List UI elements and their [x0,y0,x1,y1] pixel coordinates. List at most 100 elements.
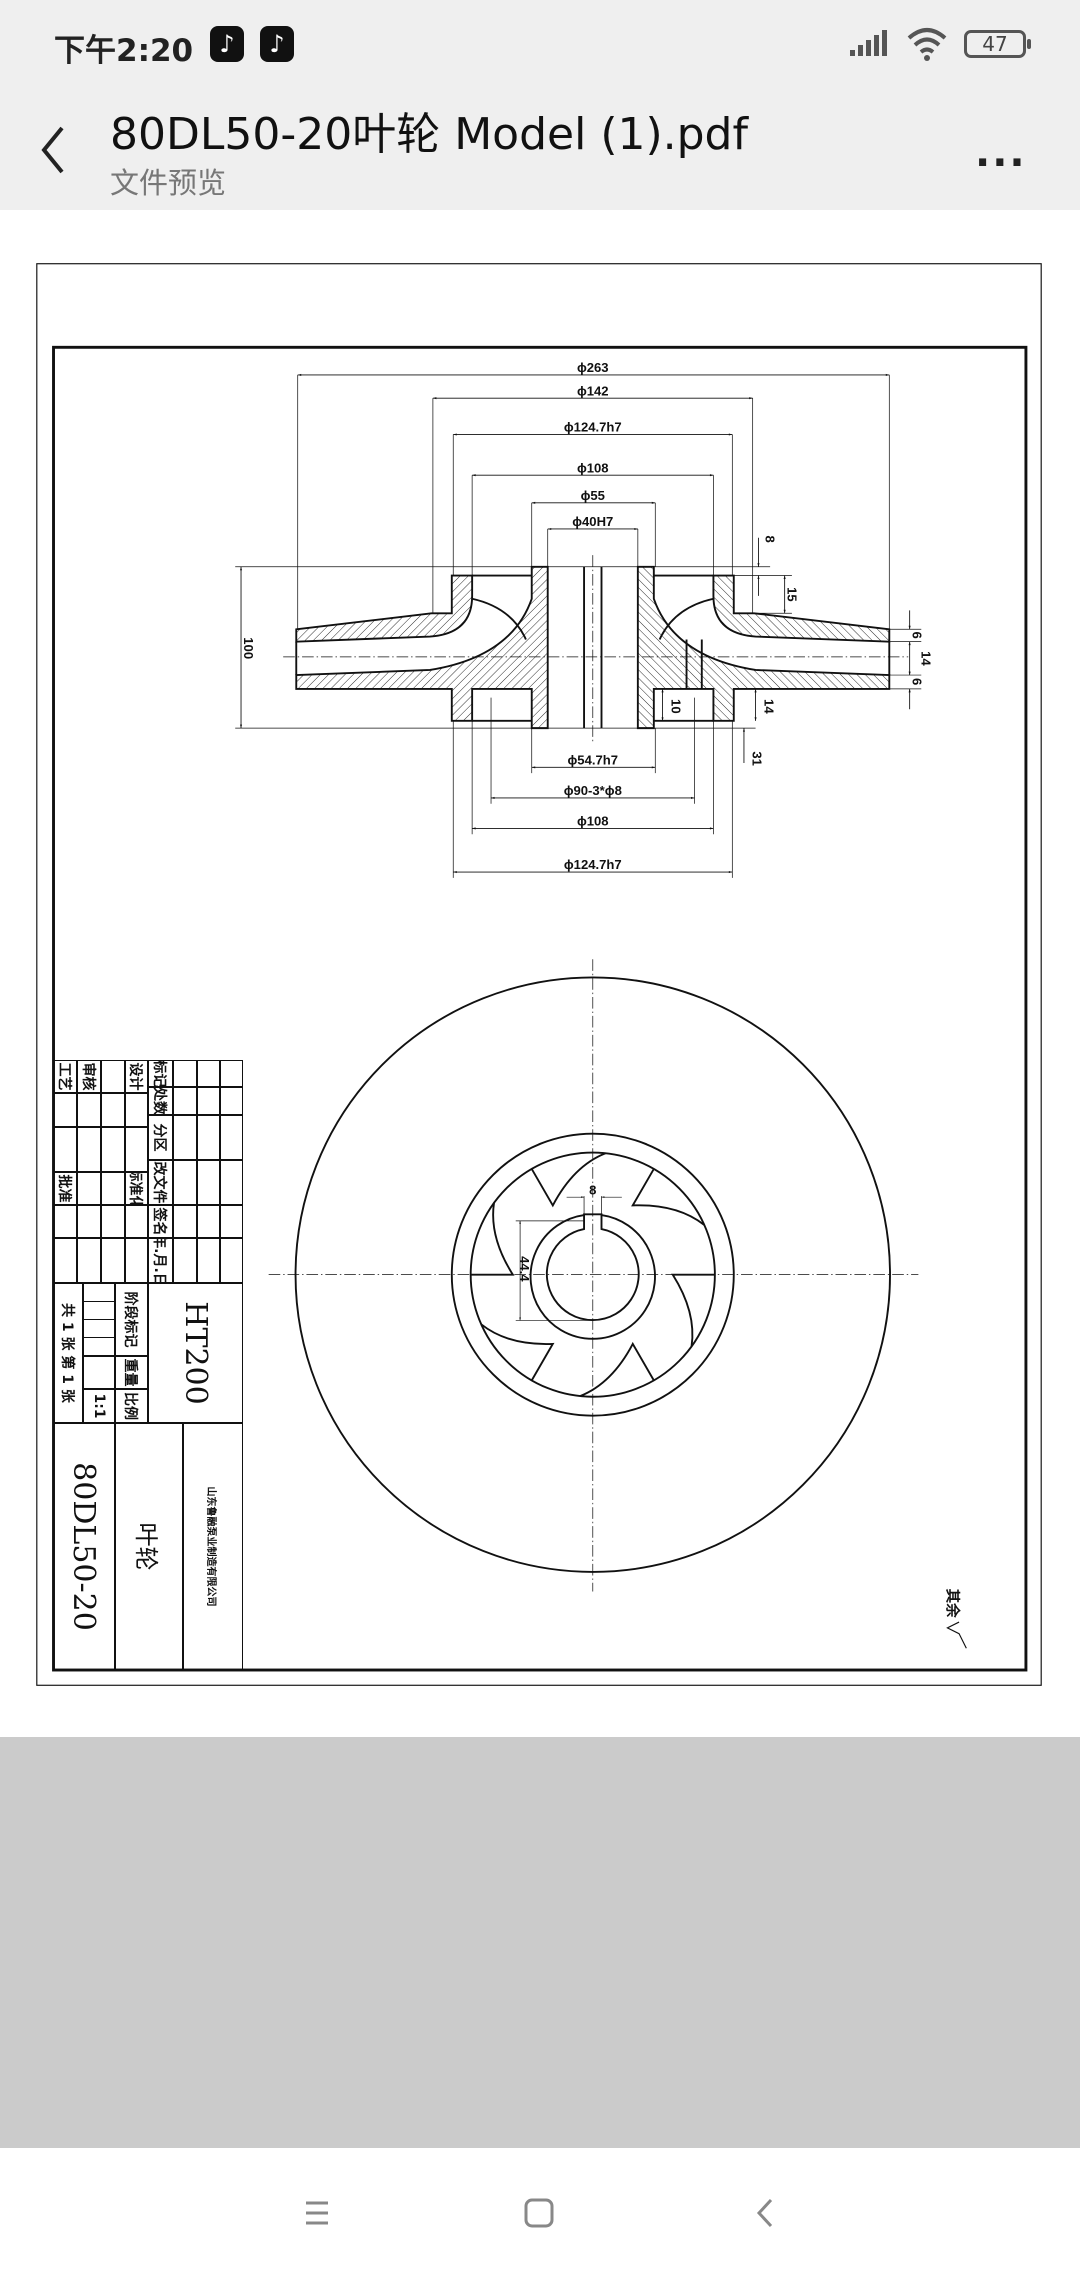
title-block-cell [197,1115,220,1160]
title-block-cell [101,1127,125,1172]
dim-10: 10 [668,699,683,714]
title-block-cell [173,1060,197,1087]
surface-roughness-note: 其余 [943,1589,967,1649]
dimension-labels: ϕ263 ϕ142 ϕ124.7h7 ϕ108 ϕ55 ϕ40H7 ϕ54.7h… [241,360,933,872]
svg-text:其余: 其余 [943,1589,961,1619]
dimension-lines [239,373,911,874]
title-block-approve: 批准 [53,1172,77,1205]
title-block-cell [77,1127,101,1172]
wifi-icon [907,28,947,61]
weight-value [83,1356,115,1389]
stage-cell [83,1301,115,1320]
impeller-blade [631,1168,705,1226]
title-block-label: 签名 [148,1205,173,1238]
app-header: 80DL50-20叶轮 Model (1).pdf 文件预览 ... [0,90,1080,210]
engineering-drawing: ϕ263 ϕ142 ϕ124.7h7 ϕ108 ϕ55 ϕ40H7 ϕ54.7h… [36,263,1042,1686]
blades [470,1152,715,1397]
title-block-cell [220,1087,243,1115]
title-block-cell [101,1205,125,1238]
scale-value: 1:1 [83,1389,115,1423]
title-block-cell [173,1205,197,1238]
title-block-cell [220,1238,243,1283]
stage-cell [83,1283,115,1302]
stage-label: 阶段标记 [115,1283,148,1356]
impeller-blade [480,1323,555,1381]
title-block-cell [220,1205,243,1238]
dim-90-holes: ϕ90-3*ϕ8 [564,783,622,798]
dim-55: ϕ55 [581,488,605,503]
stage-cell [83,1319,115,1338]
dim-key-width: 8 [589,1183,596,1198]
title-block-label: 分区 [148,1115,173,1160]
title-block-label: 处数 [148,1087,173,1115]
title-block-cell [125,1238,148,1283]
title-block-cell [77,1172,101,1205]
outer-shroud-circle [294,976,891,1573]
eye-ring-outer [450,1132,735,1417]
title-block-cell [173,1115,197,1160]
title-block-cell [53,1127,77,1172]
sheet-count: 共 1 张 第 1 张 [53,1283,83,1423]
dim-14-right: 14 [918,651,933,666]
keyway-and-balance-hole [583,566,703,729]
title-block-cell [53,1093,77,1127]
title-block-label: 年.月.日 [148,1238,173,1283]
dim-40h7: ϕ40H7 [572,514,613,529]
status-time: 下午2:20 [54,33,194,69]
title-block-cell [197,1087,220,1115]
drawing-frame [52,345,1028,1672]
dim-6-top: 6 [910,631,925,638]
dim-142: ϕ142 [577,383,609,398]
back-nav-button[interactable] [741,2188,791,2238]
title-block-cell [53,1238,77,1283]
dim-15: 15 [785,587,800,602]
impeller-blade [530,1152,606,1208]
title-block-cell [197,1238,220,1283]
page-border [36,263,1042,1686]
file-subtitle: 文件预览 [110,166,227,200]
navigation-bar [0,2148,1080,2280]
home-nav-button[interactable] [514,2188,564,2238]
signal-icon [850,30,887,56]
material-field: HT200 [148,1283,243,1423]
stage-cell [83,1337,115,1356]
dim-263: ϕ263 [577,360,609,375]
title-block-review: 审核 [77,1060,101,1093]
centerlines [268,555,919,1592]
status-bar: 下午2:20 ♪ ♪ 47 [0,0,1080,90]
front-dimension-lines [515,1196,622,1321]
title-block-process: 工艺 [53,1060,77,1093]
dim-124-7-bottom: ϕ124.7h7 [564,857,622,872]
dim-14-hub: 14 [761,699,776,714]
menu-nav-button[interactable] [292,2188,342,2238]
part-name: 叶轮 [115,1423,183,1670]
title-block-standardize: 标准化 [125,1172,148,1205]
roughness-symbol-icon [946,1621,967,1649]
section-view [295,565,891,730]
title-block-cell [173,1160,197,1205]
extension-lines [235,374,922,878]
part-number: 80DL50-20 [53,1423,115,1670]
more-options-button[interactable]: ... [975,130,1027,176]
title-block-cell [77,1238,101,1283]
dim-54-7: ϕ54.7h7 [568,752,619,767]
company-name: 山东鲁融泵业制造有限公司 [183,1423,243,1670]
title-block-cell [125,1093,148,1127]
pdf-page: ϕ263 ϕ142 ϕ124.7h7 ϕ108 ϕ55 ϕ40H7 ϕ54.7h… [36,263,1042,1686]
viewer-empty-area [0,1737,1080,2148]
hub-circle [529,1214,656,1340]
dim-8-height: 8 [763,536,778,543]
impeller-blade [671,1273,715,1347]
front-view [294,976,891,1573]
title-block-cell [77,1205,101,1238]
back-button[interactable] [34,120,74,180]
dim-108-top: ϕ108 [577,460,609,475]
title-block-cell [125,1127,148,1172]
dim-6-bottom: 6 [910,678,925,685]
title-block-cell [220,1115,243,1160]
title-block-cell [77,1093,101,1127]
dim-100: 100 [241,637,256,659]
section-left-half [295,565,549,730]
dim-108-bottom: ϕ108 [577,814,609,829]
